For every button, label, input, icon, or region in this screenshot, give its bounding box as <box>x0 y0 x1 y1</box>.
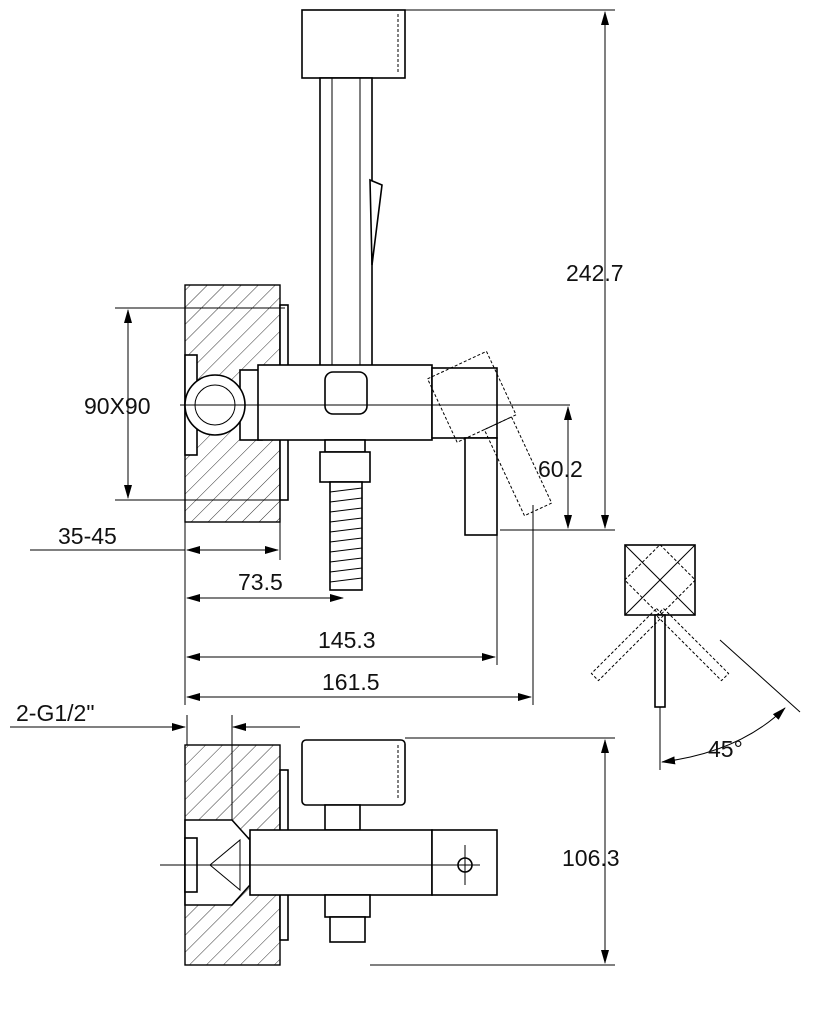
valve-body-side <box>249 829 433 896</box>
holder-stem <box>324 804 361 831</box>
dim-hose-offset: 73.5 <box>238 569 283 595</box>
dimension-lines <box>30 9 615 705</box>
dim-side-height: 106.3 <box>562 845 620 871</box>
trigger <box>369 178 383 266</box>
shower-handle <box>319 77 373 369</box>
shower-head-side <box>301 739 406 806</box>
dim-wall-depth: 35-45 <box>58 523 117 549</box>
side-view <box>160 739 498 966</box>
dim-body-length: 145.3 <box>318 627 376 653</box>
dim-lever-offset: 60.2 <box>538 456 583 482</box>
hose <box>329 481 363 591</box>
lever <box>464 437 498 536</box>
dim-overall-height: 242.7 <box>566 260 624 286</box>
holder-slot <box>324 371 368 415</box>
hose-connector <box>319 451 371 483</box>
lever-rod <box>654 614 666 708</box>
side-dimension-lines <box>10 715 615 966</box>
dim-connection: 2-G1/2" <box>16 700 94 726</box>
lever-detail <box>590 543 801 770</box>
dim-total-length: 161.5 <box>322 669 380 695</box>
lever-hub <box>431 367 498 439</box>
dim-lever-angle: 45° <box>708 736 743 762</box>
shower-head <box>301 9 406 79</box>
dim-mount-plate: 90X90 <box>84 393 151 419</box>
front-view <box>180 9 570 591</box>
hose-nut <box>324 439 366 453</box>
hose-connector-side <box>329 916 366 943</box>
